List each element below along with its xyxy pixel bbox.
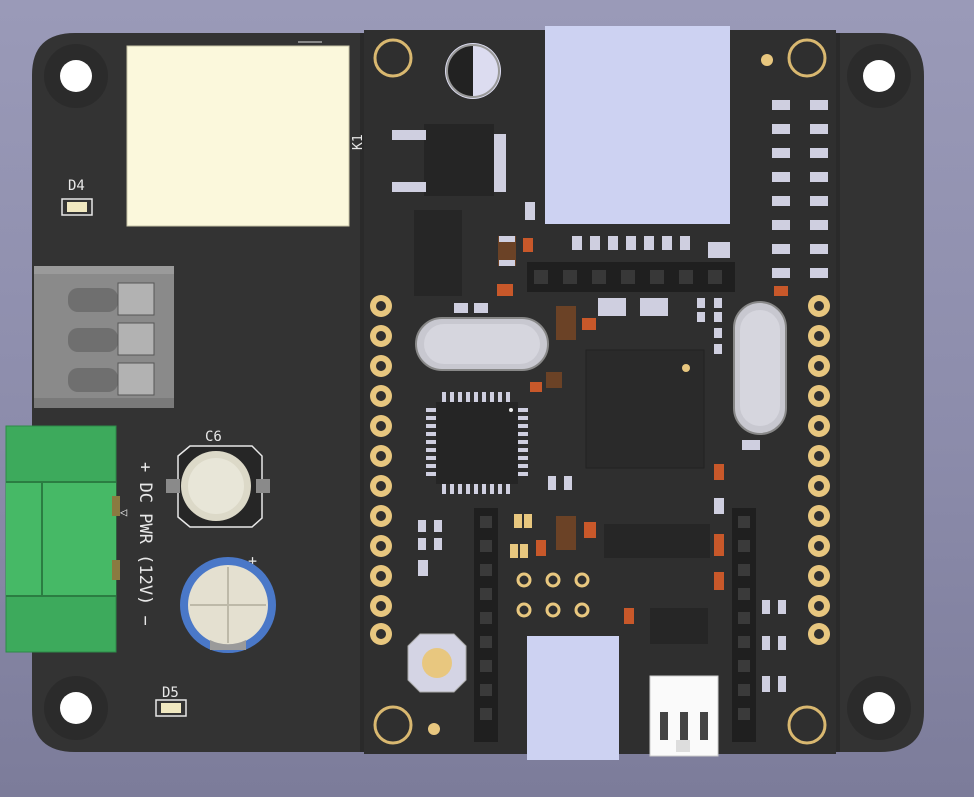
label-plus: + bbox=[248, 552, 257, 570]
smd-components bbox=[418, 202, 786, 692]
wifi-module bbox=[545, 26, 730, 224]
pin-header-left bbox=[474, 508, 498, 742]
led-d5: D5 bbox=[155, 685, 187, 717]
label-d5: D5 bbox=[162, 685, 179, 701]
right-pad-column bbox=[808, 295, 830, 645]
pin-header-right bbox=[732, 508, 756, 742]
mounting-holes bbox=[44, 38, 911, 745]
pad-grid bbox=[516, 572, 590, 618]
crystal-vertical bbox=[733, 301, 787, 435]
processor-chip bbox=[585, 349, 705, 469]
label-c6: C6 bbox=[205, 429, 222, 445]
dc-power-connector bbox=[5, 425, 120, 653]
right-smd-array bbox=[772, 100, 828, 296]
tactile-switch bbox=[407, 633, 467, 693]
jst-connector bbox=[649, 675, 719, 757]
inductor bbox=[414, 210, 462, 296]
microcontroller-qfn bbox=[426, 392, 528, 494]
ic-soic bbox=[604, 524, 710, 558]
usb-connector bbox=[527, 636, 619, 760]
small-capacitor bbox=[445, 43, 501, 99]
ic-small bbox=[650, 608, 708, 644]
relay-k1: K1 bbox=[126, 41, 366, 227]
right-board bbox=[836, 33, 924, 752]
led-d4: D4 bbox=[61, 178, 93, 216]
pin-header-top bbox=[527, 262, 735, 292]
crystal-horizontal bbox=[415, 317, 549, 371]
label-arrow: ◁ bbox=[119, 505, 127, 519]
screw-terminal bbox=[34, 266, 174, 408]
electrolytic-capacitor: + bbox=[180, 552, 276, 653]
capacitor-c6: C6 bbox=[166, 429, 270, 528]
label-k1: K1 bbox=[351, 134, 366, 150]
label-power-input: + DC PWR (12V) − bbox=[135, 462, 155, 626]
label-d4: D4 bbox=[68, 178, 85, 194]
voltage-regulator bbox=[392, 124, 506, 196]
